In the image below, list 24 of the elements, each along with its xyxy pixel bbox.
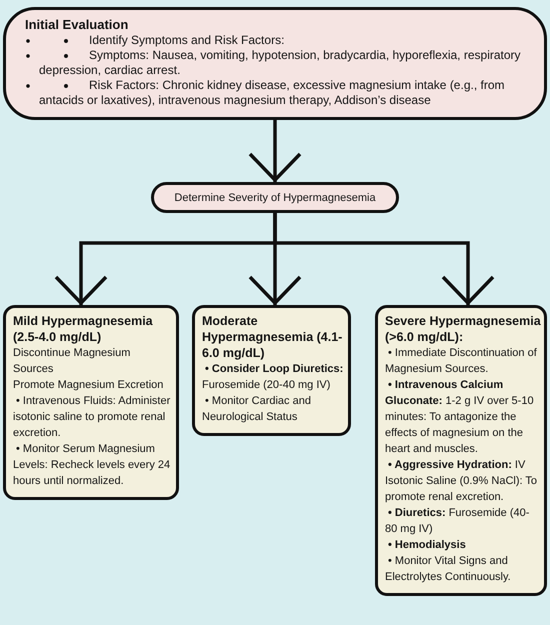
body-text: Discontinue Magnesium Sources bbox=[13, 346, 132, 377]
list-item-text: • Monitor Cardiac and Neurological Status bbox=[202, 394, 312, 425]
list-item-text: • Intravenous Fluids: Administer isotonic saline to promote renal excretion. bbox=[13, 394, 172, 441]
box-heading: Initial Evaluation bbox=[25, 17, 130, 33]
body-text: Promote Magnesium Excretion bbox=[13, 378, 164, 393]
list-item-text: • Aggressive Hydration: IV Isotonic Saline (0.9% NaCl): To promote renal excretion. bbox=[385, 458, 538, 505]
process-panel bbox=[3, 7, 547, 120]
process-pill bbox=[151, 182, 399, 213]
list-item-text: • Monitor Serum Magnesium Levels: Recheck levels every 24 hours until normalized. bbox=[13, 442, 172, 489]
box-heading: Severe Hypermagnesemia (>6.0 mg/dL): bbox=[385, 313, 541, 345]
arrow bbox=[248, 120, 302, 182]
process-card bbox=[192, 305, 351, 436]
list-item-text: • Monitor Vital Signs and Electrolytes Continuously. bbox=[385, 554, 512, 585]
process-card bbox=[3, 305, 179, 500]
process-card bbox=[375, 305, 547, 596]
list-item-text: • Diuretics: Furosemide (40-80 mg IV) bbox=[385, 506, 530, 537]
arrow bbox=[273, 213, 495, 305]
box-label: Determine Severity of Hypermagnesemia bbox=[174, 190, 376, 206]
list-item-text: • Immediate Discontinuation of Magnesium Sources. bbox=[385, 346, 538, 377]
list-item-text: • Hemodialysis bbox=[387, 538, 467, 553]
list-item-text: • Intravenous Calcium Gluconate: 1-2 g IV over 5-10 minutes: To antagonize the effects of magnesium on the heart and muscles. bbox=[385, 378, 535, 457]
list-item-text: • Consider Loop Diuretics: Furosemide (20-40 mg IV) bbox=[202, 362, 344, 393]
box-heading: Mild Hypermagnesemia (2.5-4.0 mg/dL) bbox=[13, 313, 154, 345]
box-heading: Moderate Hypermagnesemia (4.1-6.0 mg/dL) bbox=[202, 313, 344, 361]
